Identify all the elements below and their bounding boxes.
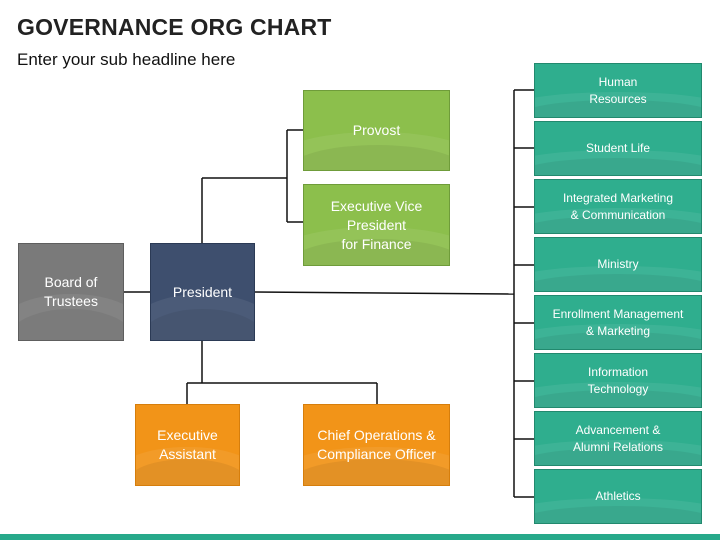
department-athletics: Athletics <box>534 469 702 524</box>
provost-label: Provost <box>352 122 401 138</box>
department-label: Information Technology <box>587 364 649 396</box>
department-label: Student Life <box>585 141 651 155</box>
board-of-trustees-label: Board of Trustees <box>44 274 98 309</box>
page-title: GOVERNANCE ORG CHART <box>17 14 332 40</box>
connector-president-right <box>254 291 515 295</box>
executive-assistant-node: Executive Assistant <box>135 404 240 486</box>
department-label: Enrollment Management & Marketing <box>552 306 684 338</box>
department-student-life: Student Life <box>534 121 702 176</box>
executive-assistant-label: Executive Assistant <box>157 427 218 462</box>
board-of-trustees-node: Board of Trustees <box>18 243 124 341</box>
provost-node: Provost <box>303 90 450 171</box>
evp-finance-label: Executive Vice President for Finance <box>330 197 423 252</box>
department-label: Integrated Marketing & Communication <box>562 190 674 222</box>
department-information-technology: Information Technology <box>534 353 702 408</box>
president-label: President <box>172 283 233 300</box>
coo-label: Chief Operations & Compliance Officer <box>317 427 436 462</box>
department-integrated-marketing: Integrated Marketing & Communication <box>534 179 702 234</box>
department-human-resources: Human Resources <box>534 63 702 118</box>
evp-finance-node: Executive Vice President for Finance <box>303 184 450 266</box>
department-advancement-alumni: Advancement & Alumni Relations <box>534 411 702 466</box>
coo-node: Chief Operations & Compliance Officer <box>303 404 450 486</box>
president-node: President <box>150 243 255 341</box>
footer-accent-bar <box>0 534 720 540</box>
department-label: Human Resources <box>589 74 647 106</box>
department-enrollment-management: Enrollment Management & Marketing <box>534 295 702 350</box>
department-ministry: Ministry <box>534 237 702 292</box>
page-subtitle: Enter your sub headline here <box>17 50 236 69</box>
department-label: Advancement & Alumni Relations <box>572 422 664 454</box>
department-label: Ministry <box>597 257 639 271</box>
department-label: Athletics <box>595 489 641 503</box>
